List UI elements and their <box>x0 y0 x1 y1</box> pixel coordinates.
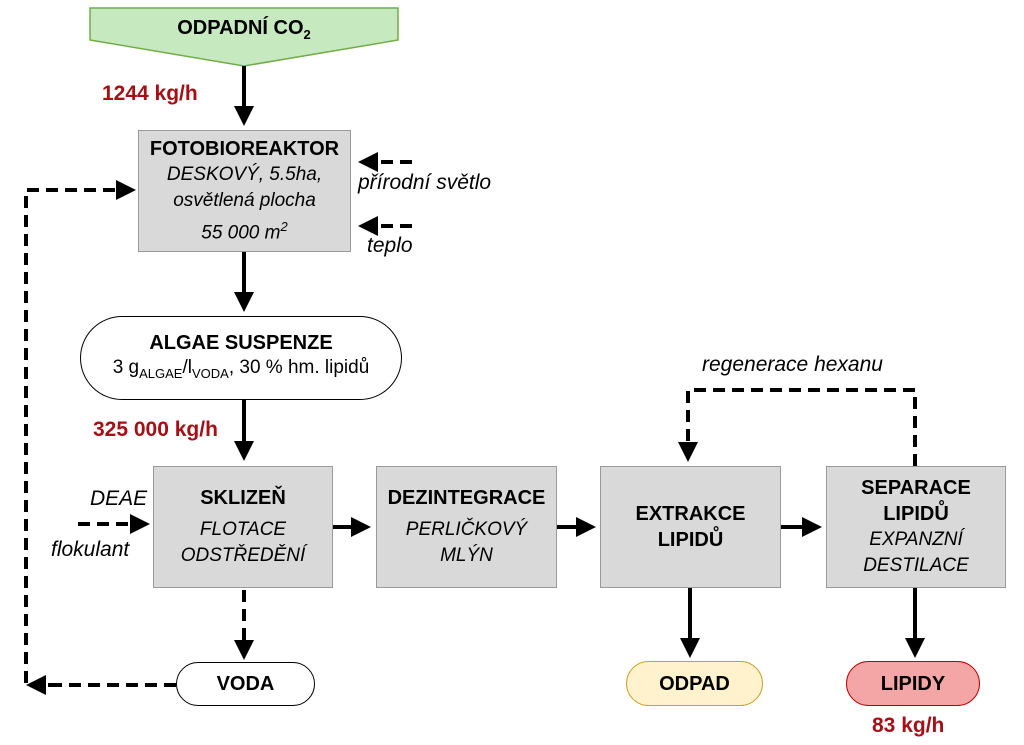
algae-suspension-node: ALGAE SUSPENZE 3 gALGAE/lVODA, 30 % hm. … <box>80 316 402 400</box>
separation-box: SEPARACE LIPIDŮ EXPANZNÍ DESTILACE <box>826 466 1006 588</box>
suspension-sub1: ALGAE <box>139 365 183 381</box>
flocculant-line1: DEAE <box>90 487 148 510</box>
extraction-title2: LIPIDŮ <box>657 529 724 551</box>
suspension-sub2: VODA <box>191 365 229 381</box>
extraction-box: EXTRAKCE LIPIDŮ <box>600 466 781 588</box>
disintegration-title: DEZINTEGRACE <box>387 487 546 509</box>
separation-title1: SEPARACE <box>861 477 971 499</box>
heat-label: teplo <box>367 234 413 257</box>
waste-label: ODPAD <box>659 672 730 695</box>
lipids-node: LIPIDY <box>846 661 980 706</box>
waste-node: ODPAD <box>626 661 763 706</box>
photobioreactor-box: FOTOBIOREAKTOR DESKOVÝ, 5.5ha, osvětlená… <box>138 130 351 252</box>
extraction-title1: EXTRAKCE <box>635 503 746 525</box>
source-shape <box>89 7 399 67</box>
separation-line2: DESTILACE <box>863 555 969 576</box>
waste-co2-source: ODPADNÍ CO2 <box>90 10 398 52</box>
harvest-title: SKLIZEŇ <box>200 487 286 509</box>
regeneration-label: regenerace hexanu <box>702 353 883 376</box>
suspension-p2: /l <box>182 357 192 379</box>
flow-co2: 1244 kg/h <box>102 82 198 105</box>
lipids-label: LIPIDY <box>880 672 946 695</box>
suspension-p1: 3 g <box>112 357 140 379</box>
harvest-box: SKLIZEŇ FLOTACE ODSTŘEDĚNÍ <box>153 466 333 588</box>
flocculant-line2: flokulant <box>51 538 130 561</box>
harvest-line1: FLOTACE <box>199 519 287 540</box>
water-label: VODA <box>216 673 275 695</box>
photobioreactor-line3: 55 000 m <box>201 222 281 244</box>
suspension-title: ALGAE SUSPENZE <box>149 332 333 355</box>
separation-line1: EXPANZNÍ <box>869 529 963 550</box>
flow-suspension: 325 000 kg/h <box>93 418 218 441</box>
harvest-line2: ODSTŘEDĚNÍ <box>180 545 306 566</box>
photobioreactor-line3-sup: 2 <box>280 218 288 234</box>
source-label: ODPADNÍ CO <box>177 16 304 39</box>
water-node: VODA <box>176 662 315 706</box>
disintegration-line2: MLÝN <box>440 545 493 566</box>
photobioreactor-title: FOTOBIOREAKTOR <box>149 137 340 160</box>
separation-title2: LIPIDŮ <box>883 503 949 525</box>
source-subscript: 2 <box>303 26 311 42</box>
photobioreactor-line1: DESKOVÝ, 5.5ha, <box>166 163 323 185</box>
disintegration-box: DEZINTEGRACE PERLIČKOVÝ MLÝN <box>376 466 557 588</box>
arrow-hexane-regeneration <box>678 388 917 466</box>
flow-lipids: 83 kg/h <box>872 714 945 737</box>
disintegration-line1: PERLIČKOVÝ <box>405 519 528 540</box>
photobioreactor-line2: osvětlená plocha <box>173 189 316 211</box>
light-label: přírodní světlo <box>358 171 492 194</box>
suspension-p3: , 30 % hm. lipidů <box>228 357 370 379</box>
